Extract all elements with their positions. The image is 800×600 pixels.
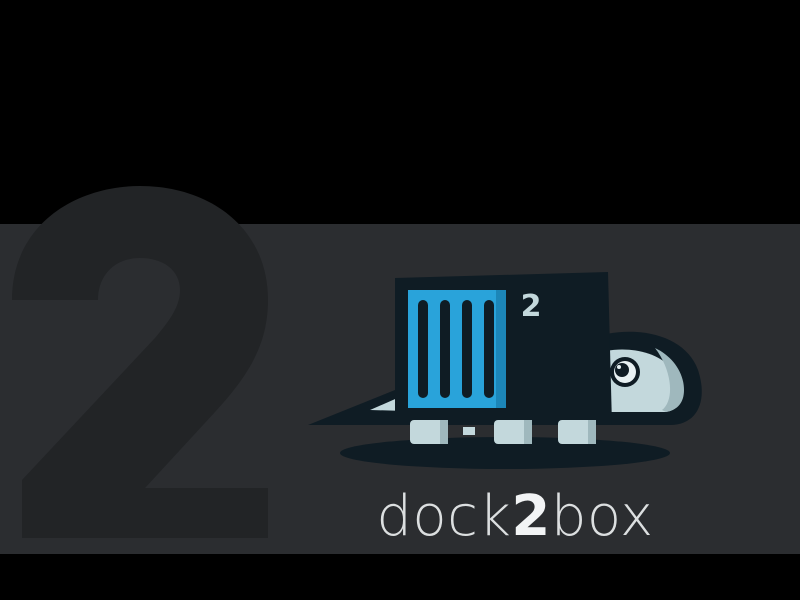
leg-middle [494,420,532,444]
wordmark-suffix: box [550,484,654,549]
ground-shadow [340,437,670,469]
eye-pupil [615,363,629,377]
door-bar [418,300,428,398]
leg-front-right [558,420,596,444]
turtle-container-icon: 2 [308,272,702,469]
door-bar [484,300,494,398]
wordmark-prefix: dock [376,484,512,549]
tail-shape [308,388,410,425]
belly-bolt [463,427,475,435]
legs [410,420,596,444]
head-shade [655,348,684,412]
leg-front-left [410,420,448,444]
door-bar [440,300,450,398]
leg-shades [440,420,596,444]
container-door-shade [496,290,506,408]
eye-glint [617,365,621,369]
door-bar [462,300,472,398]
container-superscript: 2 [521,289,542,324]
wordmark-number: 2 [511,484,551,549]
